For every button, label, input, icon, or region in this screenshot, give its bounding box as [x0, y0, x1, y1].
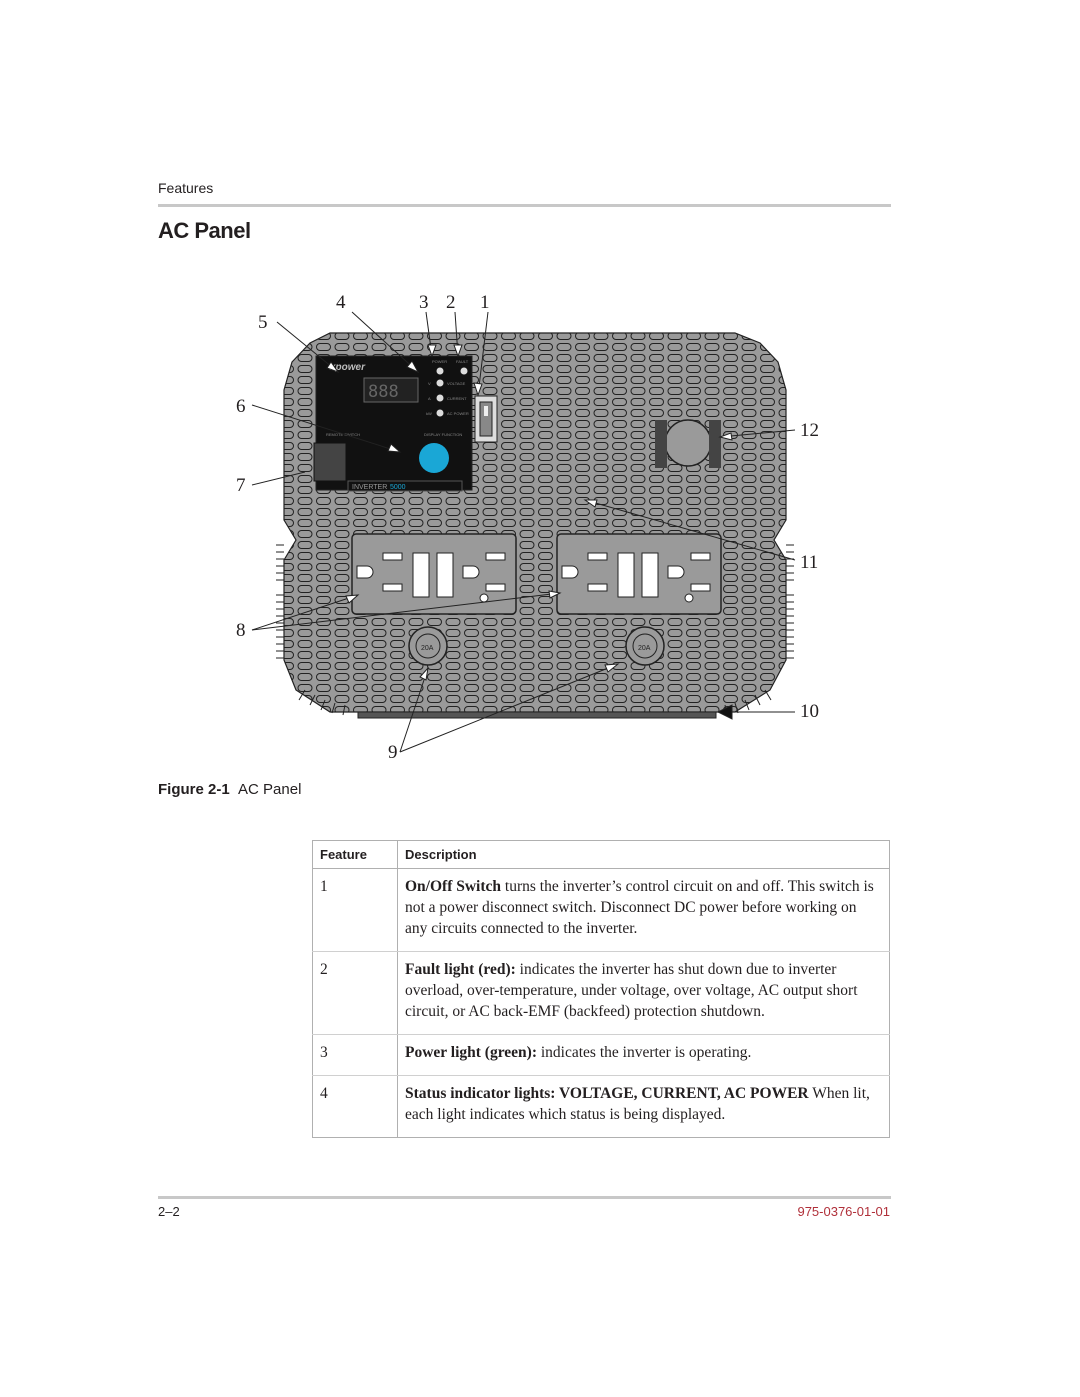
callout-9: 9 [388, 742, 398, 763]
leader-arrows [326, 344, 733, 720]
table-row: 2 Fault light (red): indicates the inver… [312, 951, 890, 1035]
figure-title: AC Panel [238, 781, 302, 798]
feature-number: 1 [312, 868, 398, 952]
model-number: 5000 [390, 484, 406, 491]
feature-number: 2 [312, 951, 398, 1035]
control-panel: xpower 888 POWER FAULT V A kW VOLTAGE CU… [313, 355, 498, 492]
callout-11: 11 [800, 552, 818, 573]
breaker-label: 20A [421, 645, 434, 652]
power-led [436, 367, 444, 375]
description-column-header: Description [397, 840, 890, 869]
current-led [436, 394, 444, 402]
page-number: 2–2 [158, 1204, 180, 1219]
callout-7: 7 [236, 475, 246, 496]
page-title: AC Panel [158, 218, 251, 243]
callout-2: 2 [446, 292, 456, 313]
ac-panel-figure: xpower 888 POWER FAULT V A kW VOLTAGE CU… [236, 292, 819, 763]
svg-text:A: A [428, 396, 431, 401]
feature-description: Power light (green): indicates the inver… [397, 1034, 890, 1076]
feature-number: 3 [312, 1034, 398, 1076]
display-function-button [419, 443, 449, 473]
callout-12: 12 [800, 420, 819, 441]
footer-divider [158, 1196, 891, 1199]
callout-4: 4 [336, 292, 346, 313]
fault-led-label: FAULT [456, 359, 469, 364]
header-divider [158, 204, 891, 207]
breaker-label: 20A [638, 645, 651, 652]
table-row: 4 Status indicator lights: VOLTAGE, CURR… [312, 1075, 890, 1138]
svg-text:V: V [428, 381, 431, 386]
fault-led [460, 367, 468, 375]
remote-switch-port [313, 442, 347, 482]
table-row: 3 Power light (green): indicates the inv… [312, 1034, 890, 1076]
section-header: Features [158, 180, 214, 196]
svg-text:REMOTE SWITCH: REMOTE SWITCH [326, 432, 360, 437]
callout-3: 3 [419, 292, 429, 313]
circuit-breakers: 20A 20A [408, 626, 665, 666]
callout-8: 8 [236, 620, 246, 641]
feature-number: 4 [312, 1075, 398, 1138]
table-row: 1 On/Off Switch turns the inverter’s con… [312, 868, 890, 952]
callout-6: 6 [236, 396, 246, 417]
brand-logo: xpower [329, 362, 366, 373]
model-name: INVERTER [352, 484, 387, 491]
feature-description: Status indicator lights: VOLTAGE, CURREN… [405, 1085, 870, 1123]
ac-power-led [436, 409, 444, 417]
ac-outlets [351, 533, 722, 615]
leader-lines [251, 311, 796, 753]
power-led-label: POWER [432, 359, 447, 364]
feature-table: Feature Description 1 On/Off Switch turn… [312, 840, 890, 1138]
svg-text:DISPLAY FUNCTION: DISPLAY FUNCTION [424, 432, 462, 437]
callout-10: 10 [800, 701, 819, 722]
voltage-label: VOLTAGE [447, 381, 466, 386]
ac-terminal-grip [655, 419, 721, 468]
led-display: 888 [368, 382, 399, 402]
callout-1: 1 [480, 292, 490, 313]
voltage-led [436, 379, 444, 387]
current-label: CURRENT [447, 396, 467, 401]
feature-description: On/Off Switch turns the inverter’s contr… [397, 868, 890, 952]
figure-caption: Figure 2-1 AC Panel [158, 781, 301, 798]
ac-power-label: AC POWER [447, 411, 469, 416]
figure-number: Figure 2-1 [158, 781, 230, 798]
callout-5: 5 [258, 312, 268, 333]
svg-text:kW: kW [426, 411, 432, 416]
feature-description: Fault light (red): indicates the inverte… [397, 951, 890, 1035]
document-number: 975-0376-01-01 [797, 1204, 890, 1219]
feature-column-header: Feature [312, 840, 398, 869]
